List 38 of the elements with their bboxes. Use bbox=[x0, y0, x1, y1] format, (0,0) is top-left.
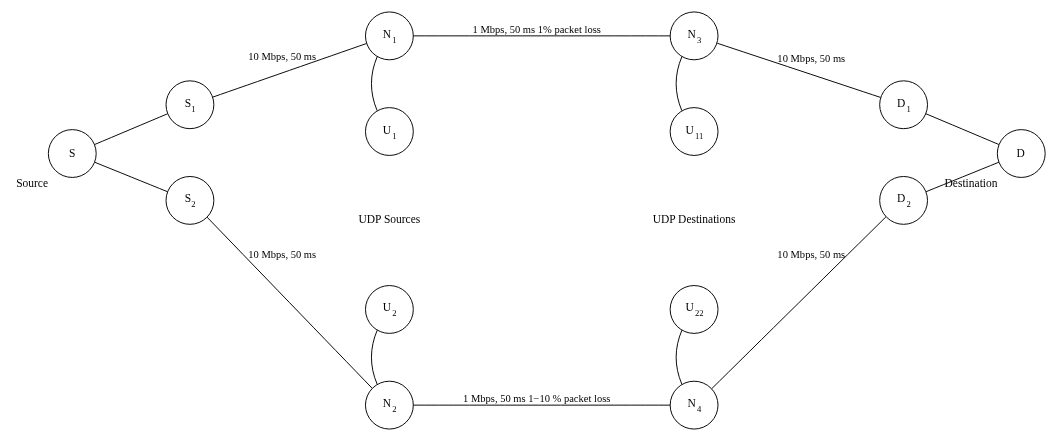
connector bbox=[206, 216, 373, 389]
node-circle: S$_{2}$ bbox=[165, 176, 214, 225]
edge-label: 1 Mbps, 50 ms 1% packet loss bbox=[472, 23, 601, 35]
connector bbox=[710, 216, 886, 390]
connector bbox=[716, 42, 881, 98]
connector bbox=[925, 161, 999, 193]
connector bbox=[211, 43, 367, 98]
node-circle: S$_{1}$ bbox=[165, 80, 214, 130]
connector bbox=[924, 113, 999, 145]
connector bbox=[675, 56, 682, 112]
edge-label: 10 Mbps, 50 ms bbox=[247, 248, 316, 260]
node-circle: D bbox=[996, 129, 1046, 178]
connector bbox=[412, 35, 671, 37]
node-label: Source bbox=[15, 176, 48, 189]
node-circle: N$_{2}$ bbox=[364, 380, 414, 430]
edge-label: 10 Mbps, 50 ms bbox=[247, 50, 316, 62]
connector bbox=[412, 404, 671, 406]
node-circle: U$_{2}$ bbox=[364, 285, 414, 334]
connector bbox=[370, 56, 378, 112]
connector bbox=[93, 113, 168, 146]
label: UDP Sources bbox=[358, 213, 420, 226]
label: UDP Destinations bbox=[652, 213, 735, 226]
node-circle: U$_{22}$ bbox=[669, 285, 718, 334]
connector bbox=[93, 161, 168, 193]
node-label: Destination bbox=[944, 176, 997, 189]
connector bbox=[675, 329, 682, 385]
edge-label: 10 Mbps, 50 ms bbox=[776, 248, 845, 260]
connector bbox=[370, 329, 378, 385]
node-circle: N$_{1}$ bbox=[364, 11, 414, 61]
node-circle: N$_{4}$ bbox=[669, 380, 718, 430]
edge-label: 10 Mbps, 50 ms bbox=[776, 52, 845, 64]
node-circle: D$_{2}$ bbox=[878, 176, 928, 225]
node-circle: D$_{1}$ bbox=[878, 80, 928, 130]
node-circle: U$_{11}$ bbox=[669, 107, 718, 156]
node-circle: U$_{1}$ bbox=[364, 107, 414, 156]
node-circle: N$_{3}$ bbox=[669, 11, 718, 61]
node-circle: S bbox=[47, 129, 97, 178]
edge-label: 1 Mbps, 50 ms 1−10 % packet loss bbox=[462, 393, 610, 405]
